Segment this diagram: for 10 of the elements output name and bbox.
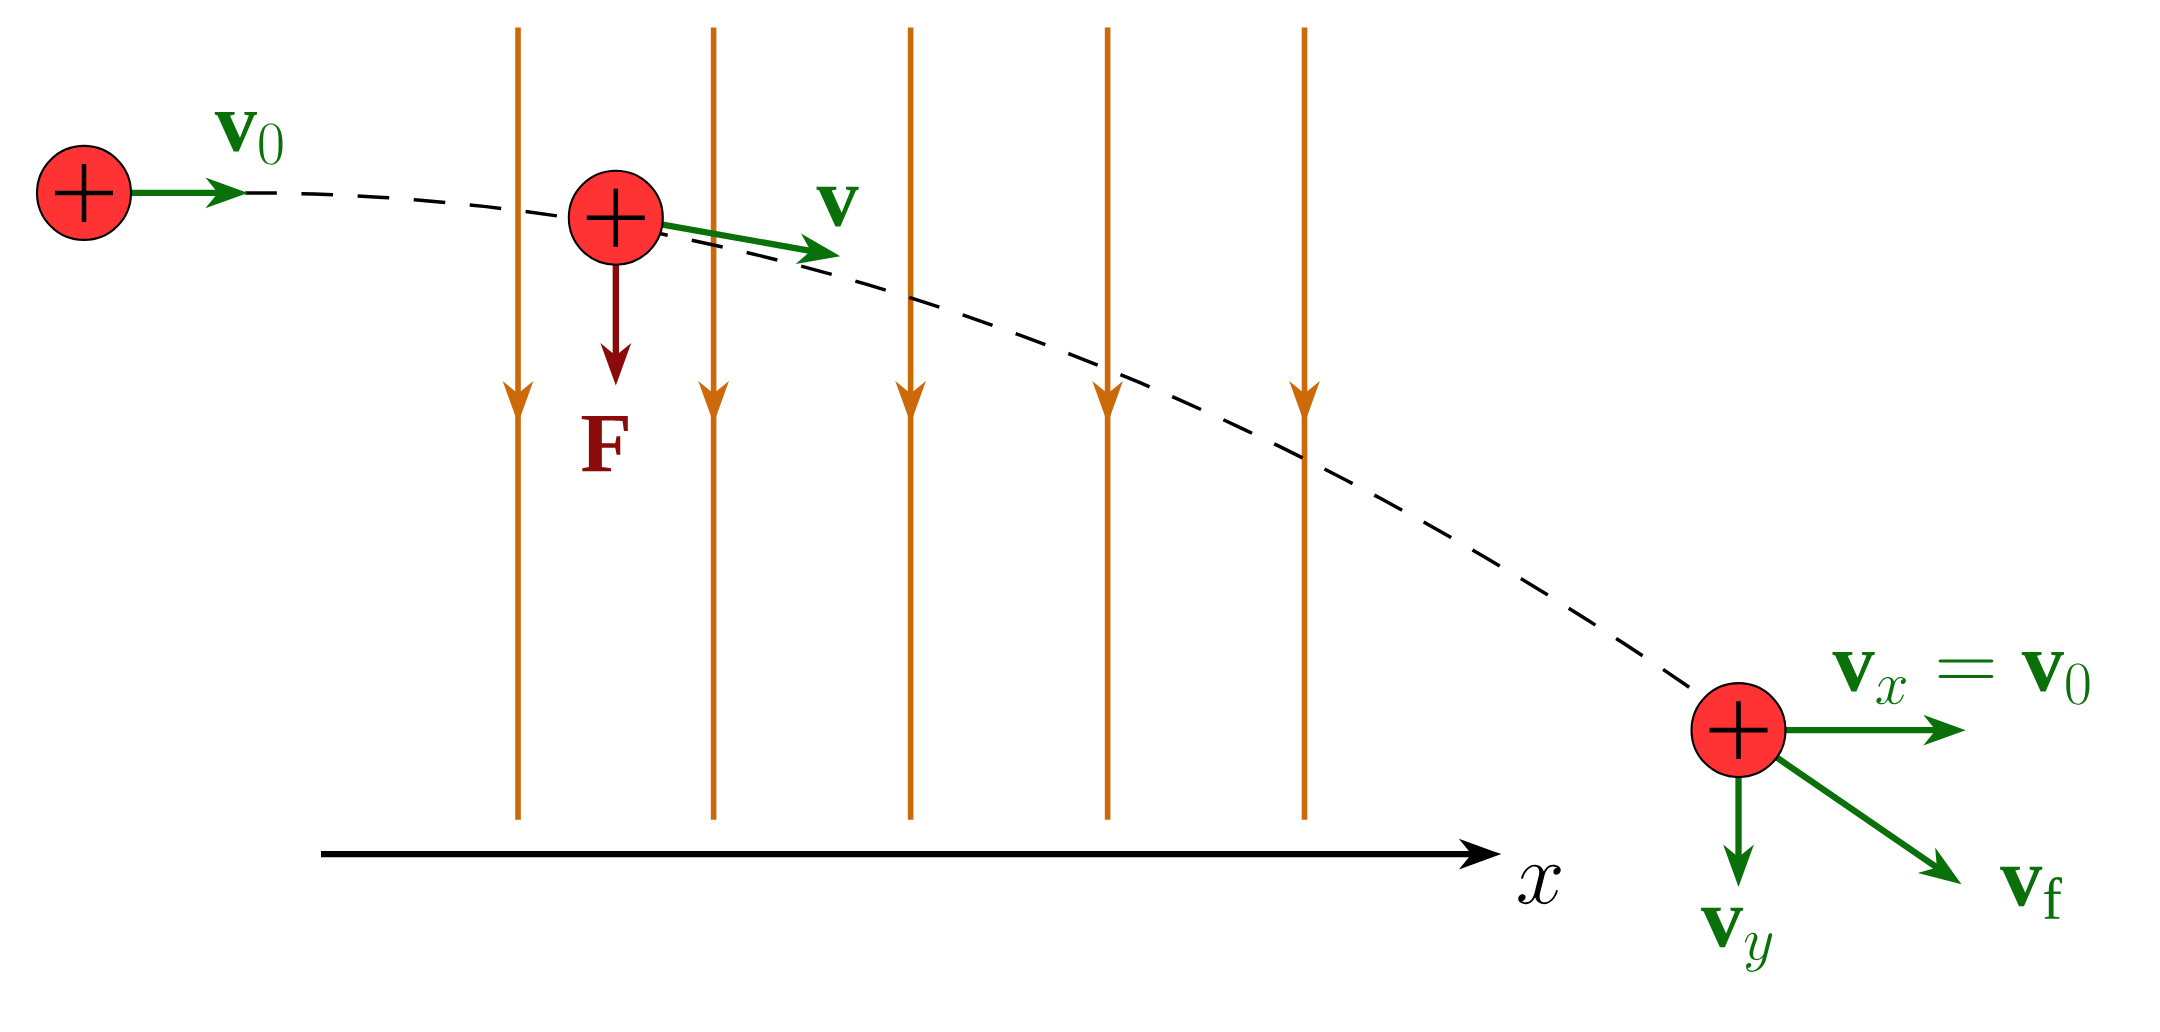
vector-label: $\mathbf{v}_y$ (1700, 907, 1773, 972)
vector-label: $\mathbf{v}$ (816, 186, 859, 227)
vector-label: $x$ (1518, 864, 1561, 905)
vector-label: $\mathbf{F}$ (581, 416, 628, 472)
charge-symbol (567, 169, 664, 266)
charge-symbol (1690, 682, 1787, 779)
vector-label: $\mathbf{v}_\mathrm{f}$ (2000, 866, 2062, 919)
charge-symbol (35, 144, 133, 241)
vector-label: $\mathbf{v}_0$ (214, 111, 283, 165)
vector-label: $\mathbf{v}_x = \mathbf{v}_0$ (1832, 651, 2090, 705)
